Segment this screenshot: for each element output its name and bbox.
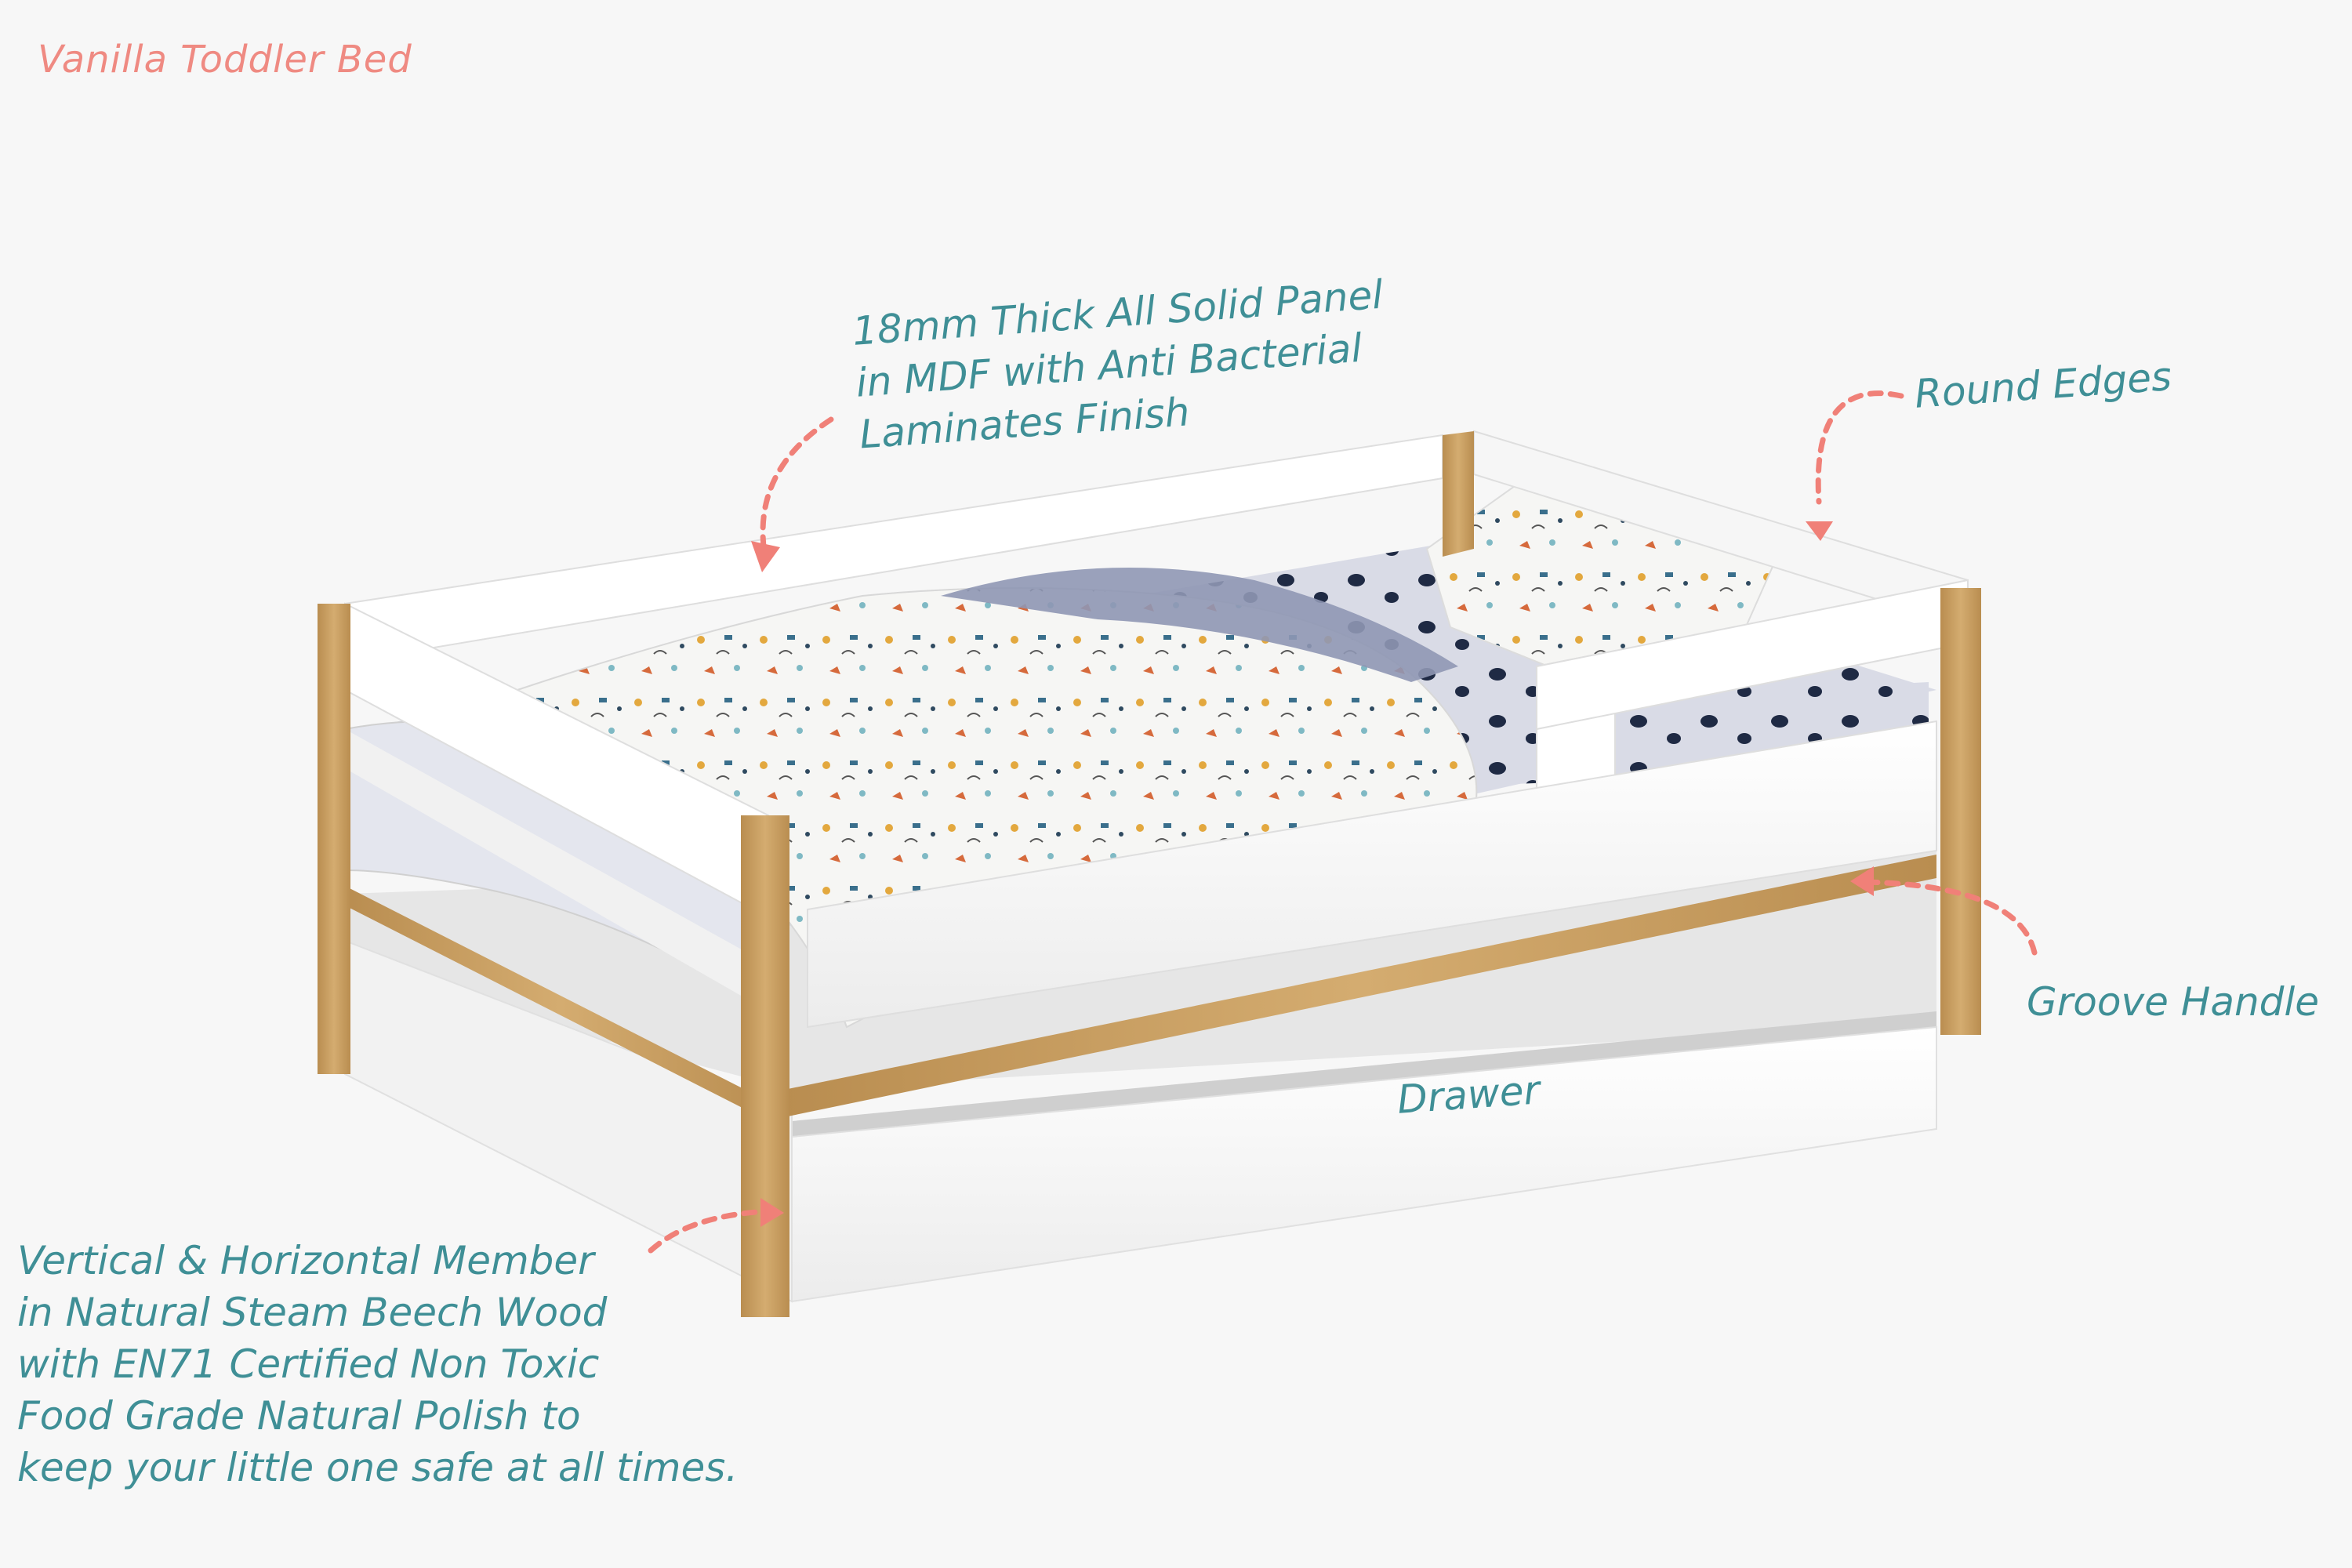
round-edges-arrow	[1815, 390, 1904, 505]
drawer-label: Drawer	[1396, 1067, 1541, 1123]
member-callout-line: Vertical & Horizontal Member	[17, 1238, 594, 1283]
product-title: Vanilla Toddler Bed	[38, 38, 412, 82]
groove-handle-arrowhead	[1850, 866, 1874, 896]
member-arrow	[648, 1208, 771, 1254]
panel-arrow	[760, 416, 834, 556]
member-callout-line: keep your little one safe at all times.	[17, 1445, 739, 1490]
groove-handle-callout: Groove Handle	[2027, 979, 2320, 1025]
member-arrowhead	[760, 1198, 784, 1227]
round-edges-arrowhead	[1806, 521, 1833, 541]
arrowheads	[751, 521, 1874, 1227]
panel-arrowhead	[751, 541, 780, 572]
wood-rails	[345, 431, 1936, 1125]
member-callout: Vertical & Horizontal Member in Natural …	[17, 1235, 738, 1494]
member-callout-line: in Natural Steam Beech Wood	[17, 1290, 608, 1335]
callout-arrows	[648, 390, 2038, 1254]
wood-posts	[318, 588, 1981, 1317]
member-callout-line: with EN71 Certified Non Toxic	[17, 1341, 600, 1387]
member-callout-line: Food Grade Natural Polish to	[17, 1393, 581, 1439]
groove-handle-arrow	[1863, 879, 2038, 956]
